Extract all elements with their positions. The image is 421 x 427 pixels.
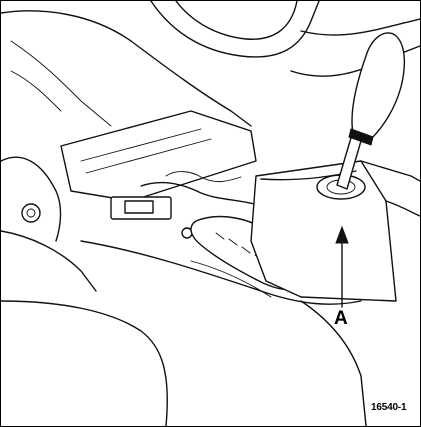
carpet-line xyxy=(190,260,272,298)
console-side-edge xyxy=(360,160,420,182)
steering-column-shroud xyxy=(150,1,320,58)
cover-rib xyxy=(80,128,202,162)
dash-detail-line xyxy=(10,40,112,127)
fastener-centre xyxy=(26,208,36,218)
callout-arrowhead xyxy=(335,225,349,244)
dashboard-upper-edge xyxy=(1,10,252,127)
callout-label: A xyxy=(334,308,348,329)
left-seat-edge xyxy=(1,156,62,242)
dash-detail-line xyxy=(10,70,62,112)
wiring-harness-branch xyxy=(165,171,242,183)
left-trim-panel xyxy=(1,230,97,292)
right-seat-edge xyxy=(300,300,367,426)
left-seat-cushion xyxy=(1,300,168,426)
cover-rib xyxy=(85,138,212,174)
gear-lever-collar xyxy=(348,128,374,146)
steering-column-inner xyxy=(175,1,298,40)
column-lower-cover xyxy=(60,110,257,202)
console-right-trim xyxy=(385,200,420,217)
gear-lever-knob xyxy=(351,32,406,141)
centre-console xyxy=(250,160,397,302)
floor-tunnel-edge xyxy=(80,240,362,305)
harness-connector xyxy=(124,200,154,214)
fastener xyxy=(21,203,41,223)
dash-right-contour xyxy=(300,18,420,36)
reference-code: 16540-1 xyxy=(371,402,407,413)
